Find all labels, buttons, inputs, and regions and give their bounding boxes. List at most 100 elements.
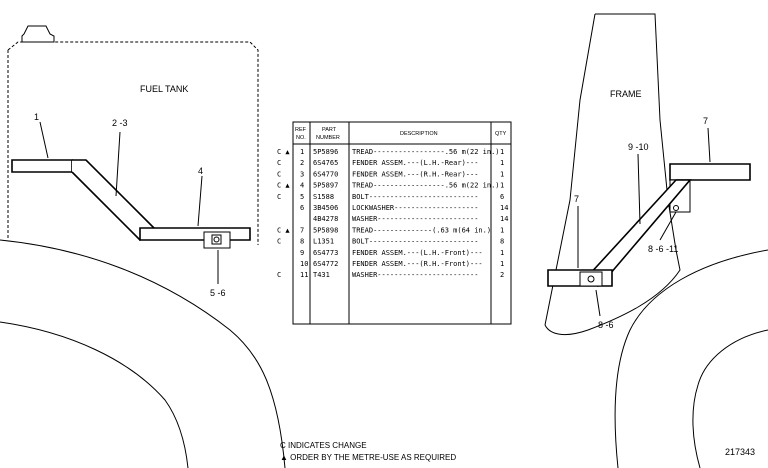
row-qty: 1: [500, 182, 504, 190]
left-tire-outer: [0, 239, 286, 468]
row-description: LOCKWASHER--------------------: [352, 204, 478, 212]
row-description: TREAD--------------(.63 m(64 in.): [352, 226, 491, 234]
row-flag: C ▲: [277, 226, 290, 234]
table-row: 9 6S4773 FENDER ASSEM.---(L.H.-Front)--- 1: [300, 249, 504, 257]
row-qty: 2: [500, 271, 504, 279]
row-qty: 1: [500, 226, 504, 234]
note-change: C INDICATES CHANGE: [280, 441, 367, 450]
row-flag: C ▲: [277, 148, 290, 156]
row-description: WASHER------------------------: [352, 271, 478, 279]
row-part-number: 5P5896: [313, 148, 338, 156]
row-description: TREAD-----------------.56 m(22 in.): [352, 148, 500, 156]
header-part-line2: NUMBER: [316, 135, 340, 141]
left-bolt-head: [211, 234, 222, 245]
callout-2-3: 2 -3: [112, 118, 128, 128]
fuel-tank-outline: [7, 41, 259, 245]
row-ref: 5: [300, 193, 304, 201]
row-qty: 14: [500, 204, 508, 212]
row-ref: 11: [300, 271, 308, 279]
callout-7-top: 7: [703, 116, 708, 126]
frame-label: FRAME: [610, 89, 642, 99]
right-assembly: [544, 13, 768, 468]
row-qty: 8: [500, 238, 504, 246]
row-ref: 7: [300, 226, 304, 234]
row-qty: 1: [500, 159, 504, 167]
tread-4: [139, 227, 251, 241]
row-flag: C: [277, 170, 281, 178]
table-row: C 2 6S4765 FENDER ASSEM.---(L.H.-Rear)--- 1: [277, 159, 504, 167]
row-part-number: 6S4765: [313, 159, 338, 167]
row-flag: C: [277, 193, 281, 201]
table-row: 4B4278 WASHER------------------------ 14: [313, 215, 508, 223]
row-ref: 10: [300, 260, 308, 268]
row-part-number: 6S4773: [313, 249, 338, 257]
row-ref: 6: [300, 204, 304, 212]
leader-4: [197, 175, 203, 227]
row-description: BOLT--------------------------: [352, 193, 478, 201]
right-bolt-icon: [587, 275, 595, 283]
row-qty: 1: [500, 148, 504, 156]
right-bolt-plate: [579, 271, 603, 287]
header-ref-line2: NO.: [296, 135, 306, 141]
row-description: FENDER ASSEM.---(L.H.-Rear)---: [352, 159, 478, 167]
header-qty: QTY: [495, 131, 507, 137]
table-row: C ▲ 1 5P5896 TREAD-----------------.56 m(22…: [277, 148, 504, 156]
row-description: FENDER ASSEM.---(R.H.-Front)---: [352, 260, 483, 268]
row-part-number: 4B4278: [313, 215, 338, 223]
row-description: TREAD-----------------.56 m(22 in.): [352, 182, 500, 190]
row-description: BOLT--------------------------: [352, 238, 478, 246]
leader-8-6: [595, 289, 601, 317]
leader-9-10: [637, 153, 641, 225]
row-qty: 1: [500, 249, 504, 257]
fuel-tank-label: FUEL TANK: [140, 84, 188, 94]
left-bolt-plate: [203, 231, 231, 249]
row-ref: 9: [300, 249, 304, 257]
left-bolt-icon: [213, 236, 220, 243]
row-description: WASHER------------------------: [352, 215, 478, 223]
table-row: C ▲ 7 5P5898 TREAD--------------(.63 m(64 i…: [277, 226, 504, 234]
row-part-number: 6S4770: [313, 170, 338, 178]
row-part-number: 5P5898: [313, 226, 338, 234]
row-part-number: 5P5897: [313, 182, 338, 190]
figure-number: 217343: [725, 447, 755, 457]
row-part-number: T431: [313, 271, 330, 279]
row-ref: 2: [300, 159, 304, 167]
callout-1: 1: [34, 112, 39, 122]
callout-8-6-11: 8 -6 -11: [648, 244, 678, 254]
parts-table: REF NO. PART NUMBER DESCRIPTION QTY C ▲1…: [277, 121, 512, 325]
leader-2-3: [115, 131, 121, 197]
note-metre: ▲ ORDER BY THE METRE-USE AS REQUIRED: [280, 453, 456, 462]
row-qty: 14: [500, 215, 508, 223]
right-tire-outer: [614, 249, 768, 468]
row-part-number: S1588: [313, 193, 334, 201]
row-flag: C: [277, 159, 281, 167]
leader-7-top: [707, 127, 711, 163]
table-row: C ▲ 4 5P5897 TREAD-----------------.56 m(22…: [277, 182, 504, 190]
row-ref: 4: [300, 182, 304, 190]
row-part-number: 6S4772: [313, 260, 338, 268]
right-tire-inner: [692, 329, 768, 468]
header-ref-line1: REF: [295, 127, 307, 133]
row-qty: 1: [500, 260, 504, 268]
tread-7-top: [669, 163, 751, 181]
row-description: FENDER ASSEM.---(L.H.-Front)---: [352, 249, 483, 257]
row-ref: 8: [300, 238, 304, 246]
row-qty: 1: [500, 170, 504, 178]
frame-outline: [544, 13, 681, 336]
tread-1: [11, 159, 73, 173]
callout-9-10: 9 -10: [628, 142, 649, 152]
callout-4: 4: [198, 166, 203, 176]
callout-7-mid: 7: [574, 194, 579, 204]
row-flag: C ▲: [277, 182, 290, 190]
leader-8-6-11: [659, 211, 677, 241]
fuel-cap: [21, 25, 55, 43]
leader-1: [39, 121, 49, 159]
frame-left-edge: [544, 13, 596, 326]
